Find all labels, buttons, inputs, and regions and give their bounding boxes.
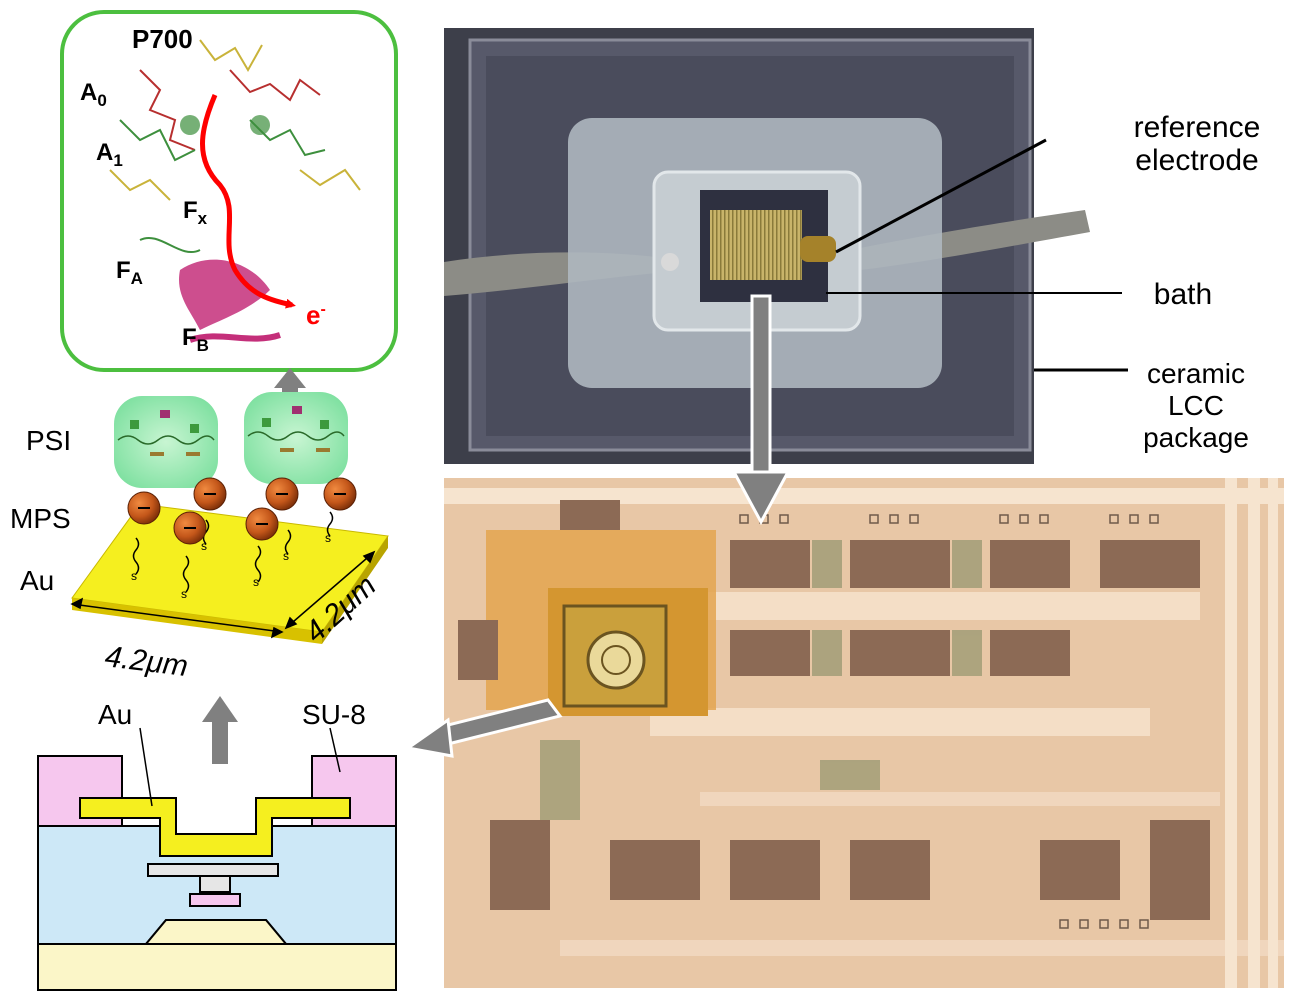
thiol-label: s	[253, 575, 259, 589]
fb-label: FB	[182, 324, 209, 355]
electron-label: e-	[306, 300, 326, 330]
reference-electrode	[800, 236, 836, 262]
ceramic-label-line3: package	[1143, 422, 1249, 453]
cross-section-to-assembly-arrow	[202, 696, 238, 764]
micrograph	[444, 478, 1284, 988]
thiol-label: s	[283, 549, 289, 563]
a0-label: A0	[80, 79, 107, 110]
electron-transfer-path	[200, 94, 296, 309]
thiol-label: s	[181, 587, 187, 601]
au-electrode	[79, 797, 351, 857]
reference-label-line2: electrode	[1135, 144, 1258, 177]
ceramic-label-line1: ceramic	[1147, 358, 1245, 389]
metal-plug	[147, 863, 279, 877]
iron-sulfur-protein	[179, 259, 270, 330]
dimension-front-label: 4.2μm	[103, 640, 190, 683]
assembly-diagram: s s s s s s	[70, 392, 389, 644]
a1-label: A1	[96, 139, 123, 170]
cross-section	[37, 755, 397, 991]
psi-complex	[244, 392, 348, 484]
reference-electrode-leader	[835, 138, 1047, 254]
au-plate-side	[322, 536, 388, 644]
psi-label: PSI	[26, 425, 71, 456]
au-leader	[139, 727, 153, 807]
package-photo	[444, 28, 1090, 464]
ceramic-label-line2: LCC	[1168, 390, 1224, 421]
photo-to-micrograph-arrow	[731, 294, 791, 526]
thiol-label: s	[201, 539, 207, 553]
thiol-label: s	[131, 569, 137, 583]
psi-complex	[114, 396, 218, 488]
substrate-layer	[37, 943, 397, 991]
au-label-cross: Au	[98, 699, 132, 730]
p700-label: P700	[132, 24, 193, 54]
fx-label: Fx	[183, 197, 208, 228]
fa-label: FA	[116, 257, 143, 288]
bath-label: bath	[1154, 278, 1212, 311]
reference-label-line1: reference	[1134, 111, 1261, 144]
su8-right	[311, 755, 397, 827]
au-label-assembly: Au	[20, 565, 54, 596]
su8-label: SU-8	[302, 699, 366, 730]
thiol-label: s	[325, 531, 331, 545]
micrograph-to-cross-section-arrow	[404, 698, 563, 758]
psi-structure-panel	[60, 10, 398, 372]
mps-label: MPS	[10, 503, 71, 534]
su8-leader	[329, 727, 341, 773]
